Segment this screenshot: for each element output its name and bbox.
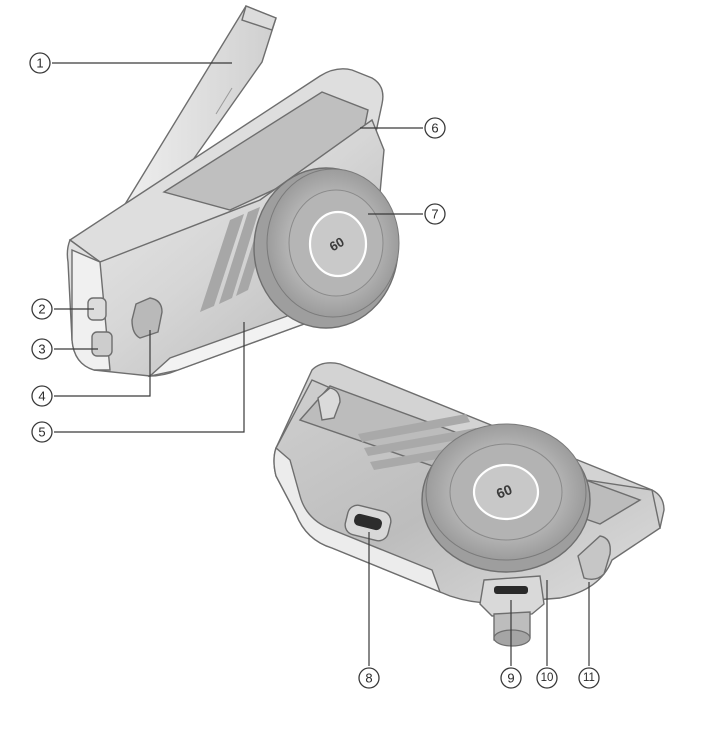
top-clip <box>317 387 341 421</box>
callout-7: 7 <box>424 203 446 225</box>
callout-9: 9 <box>500 667 522 689</box>
svg-text:2: 2 <box>38 302 45 317</box>
svg-text:9: 9 <box>507 671 514 686</box>
svg-text:1: 1 <box>36 56 43 71</box>
side-button-rear <box>131 297 163 339</box>
jog-dial-top: 60 <box>253 167 400 329</box>
callout-5: 5 <box>31 421 53 443</box>
jog-dial-bottom: 60 <box>421 423 591 573</box>
callout-10: 10 <box>536 667 558 689</box>
svg-text:3: 3 <box>38 342 45 357</box>
svg-text:6: 6 <box>431 121 438 136</box>
svg-text:10: 10 <box>541 672 554 684</box>
device-bottom: 60 <box>273 362 665 647</box>
callout-6: 6 <box>424 117 446 139</box>
callout-2: 2 <box>31 298 53 320</box>
mount-connector <box>479 575 545 647</box>
callout-3: 3 <box>31 338 53 360</box>
device-logo-top: 60 <box>327 234 347 254</box>
callout-8: 8 <box>358 667 380 689</box>
svg-text:7: 7 <box>431 207 438 222</box>
usb-port <box>344 504 392 542</box>
callout-1: 1 <box>29 52 51 74</box>
side-button-lower <box>91 331 113 357</box>
svg-text:4: 4 <box>38 389 45 404</box>
svg-text:11: 11 <box>583 672 595 684</box>
device-logo-bottom: 60 <box>494 481 515 502</box>
side-button-bottom <box>577 535 611 581</box>
device-top: 60 <box>66 5 400 378</box>
leader-lines <box>52 62 590 666</box>
svg-text:5: 5 <box>38 425 45 440</box>
callout-4: 4 <box>31 385 53 407</box>
svg-text:8: 8 <box>365 671 372 686</box>
callout-11: 11 <box>578 667 600 689</box>
